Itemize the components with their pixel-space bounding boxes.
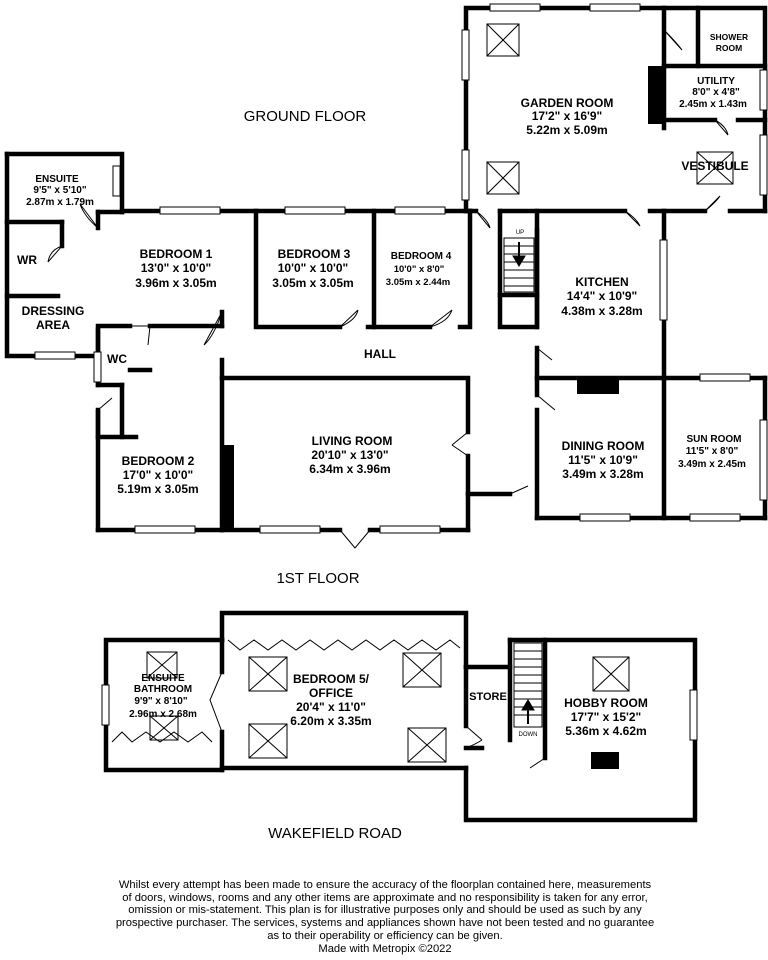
chimney-blocks bbox=[222, 66, 664, 528]
room-imperial: 10'0" x 10'0" bbox=[278, 261, 348, 275]
ground-stair bbox=[503, 237, 535, 293]
room-metric: 2.45m x 1.43m bbox=[679, 99, 747, 110]
room-metric: 3.49m x 2.45m bbox=[678, 459, 746, 470]
room-bedroom-4: BEDROOM 4 10'0" x 8'0" 3.05m x 2.44m bbox=[386, 251, 452, 288]
room-dressing-area: DRESSING AREA bbox=[22, 304, 85, 332]
room-bedroom-1: BEDROOM 1 13'0" x 10'0" 3.96m x 3.05m bbox=[135, 247, 216, 290]
ground-floor-title: GROUND FLOOR bbox=[244, 108, 367, 125]
room-metric: 3.05m x 2.44m bbox=[386, 277, 450, 288]
room-name: BEDROOM 2 bbox=[122, 454, 195, 468]
room-name: BEDROOM 5/ bbox=[293, 672, 370, 686]
room-name: GARDEN ROOM bbox=[521, 96, 614, 110]
disclaimer-line: Whilst every attempt has been made to en… bbox=[118, 879, 652, 891]
room-ensuite: ENSUITE 9'5" x 5'10" 2.87m x 1.79m bbox=[26, 174, 94, 208]
disclaimer-line: omission or mis-statement. This plan is … bbox=[128, 904, 642, 917]
first-floor-windows bbox=[101, 684, 698, 741]
room-imperial: 17'2" x 16'9" bbox=[532, 109, 602, 123]
first-floor-walls bbox=[103, 610, 698, 823]
metropix-credit: Made with Metropix ©2022 bbox=[318, 942, 452, 955]
room-metric: 4.38m x 3.28m bbox=[561, 304, 642, 318]
room-wc: WC bbox=[107, 352, 127, 366]
room-garden-room: GARDEN ROOM 17'2" x 16'9" 5.22m x 5.09m bbox=[521, 96, 614, 137]
room-name: BATHROOM bbox=[134, 684, 192, 695]
hobby-room-block bbox=[591, 752, 619, 769]
room-imperial: 11'5" x 10'9" bbox=[568, 453, 638, 467]
stair-up-label: UP bbox=[516, 230, 524, 236]
stair-down-label: DOWN bbox=[519, 732, 538, 738]
ground-floor-doors bbox=[47, 29, 729, 549]
first-floor-stair bbox=[465, 642, 546, 769]
room-living-room: LIVING ROOM 20'10" x 13'0" 6.34m x 3.96m bbox=[309, 434, 392, 476]
room-shower-room: SHOWER ROOM bbox=[710, 32, 748, 53]
room-ensuite-bathroom: ENSUITE BATHROOM 9'9" x 8'10" 2.96m x 2.… bbox=[129, 673, 197, 720]
first-skylights bbox=[146, 651, 630, 763]
room-hobby-room: HOBBY ROOM 17'7" x 15'2" 5.36m x 4.62m bbox=[564, 696, 648, 738]
road-label: WAKEFIELD ROAD bbox=[268, 825, 402, 842]
room-metric: 3.49m x 3.28m bbox=[562, 467, 643, 481]
room-vestibule: VESTIBULE bbox=[681, 159, 748, 173]
room-bedroom-2: BEDROOM 2 17'0" x 10'0" 5.19m x 3.05m bbox=[117, 454, 198, 496]
room-name: BEDROOM 1 bbox=[140, 247, 213, 261]
room-metric: 3.96m x 3.05m bbox=[135, 276, 216, 290]
room-imperial: 14'4" x 10'9" bbox=[567, 289, 637, 303]
room-imperial: 17'7" x 15'2" bbox=[571, 710, 641, 724]
room-name: ENSUITE bbox=[141, 673, 185, 684]
room-metric: 5.19m x 3.05m bbox=[117, 482, 198, 496]
room-metric: 3.05m x 3.05m bbox=[272, 276, 353, 290]
room-name: BEDROOM 3 bbox=[278, 247, 351, 261]
room-metric: 6.34m x 3.96m bbox=[309, 462, 390, 476]
ground-floor-windows bbox=[34, 3, 768, 534]
room-imperial: 10'0" x 8'0" bbox=[394, 264, 445, 275]
room-imperial: 11'5" x 8'0" bbox=[686, 446, 739, 457]
room-metric: 5.22m x 5.09m bbox=[526, 123, 607, 137]
room-metric: 5.36m x 4.62m bbox=[565, 724, 646, 738]
first-floor-title: 1ST FLOOR bbox=[276, 570, 359, 587]
room-name: DRESSING bbox=[22, 304, 85, 318]
room-utility: UTILITY 8'0" x 4'8" 2.45m x 1.43m bbox=[679, 76, 747, 110]
room-name: LIVING ROOM bbox=[312, 434, 393, 448]
room-metric: 2.87m x 1.79m bbox=[26, 197, 94, 208]
ground-skylights bbox=[486, 23, 734, 195]
room-wr: WR bbox=[17, 253, 37, 267]
room-kitchen: KITCHEN 14'4" x 10'9" 4.38m x 3.28m bbox=[561, 275, 642, 318]
room-name: ROOM bbox=[716, 43, 742, 53]
room-name: AREA bbox=[36, 318, 70, 332]
room-name: SHOWER bbox=[710, 32, 748, 42]
room-name: HOBBY ROOM bbox=[564, 696, 648, 710]
room-dining-room: DINING ROOM 11'5" x 10'9" 3.49m x 3.28m bbox=[562, 439, 645, 481]
room-bedroom-5-office: BEDROOM 5/ OFFICE 20'4" x 11'0" 6.20m x … bbox=[290, 672, 371, 728]
disclaimer-line: of doors, windows, rooms and any other i… bbox=[122, 891, 648, 904]
room-imperial: 9'9" x 8'10" bbox=[134, 696, 187, 707]
room-name: UTILITY bbox=[697, 76, 735, 87]
disclaimer-text: Whilst every attempt has been made to en… bbox=[40, 879, 730, 955]
disclaimer-line: as to their operability or efficiency ca… bbox=[267, 929, 503, 942]
room-imperial: 20'4" x 11'0" bbox=[296, 700, 366, 714]
room-name: BEDROOM 4 bbox=[391, 251, 452, 262]
room-imperial: 20'10" x 13'0" bbox=[311, 448, 388, 462]
room-metric: 6.20m x 3.35m bbox=[290, 714, 371, 728]
disclaimer-line: prospective purchaser. The services, sys… bbox=[115, 917, 655, 930]
room-store: STORE bbox=[469, 691, 507, 703]
room-imperial: 8'0" x 4'8" bbox=[692, 87, 740, 98]
room-imperial: 9'5" x 5'10" bbox=[33, 185, 86, 196]
room-metric: 2.96m x 2.68m bbox=[129, 709, 197, 720]
room-imperial: 13'0" x 10'0" bbox=[141, 261, 211, 275]
room-name: ENSUITE bbox=[35, 174, 79, 185]
room-bedroom-3: BEDROOM 3 10'0" x 10'0" 3.05m x 3.05m bbox=[272, 247, 353, 290]
room-name: KITCHEN bbox=[575, 275, 628, 289]
room-sun-room: SUN ROOM 11'5" x 8'0" 3.49m x 2.45m bbox=[678, 434, 746, 470]
room-name: SUN ROOM bbox=[687, 434, 742, 445]
first-floor-roof-lines bbox=[111, 639, 461, 743]
room-hall: HALL bbox=[364, 347, 396, 361]
room-imperial: 17'0" x 10'0" bbox=[123, 468, 193, 482]
room-name: DINING ROOM bbox=[562, 439, 645, 453]
room-name: OFFICE bbox=[309, 686, 353, 700]
